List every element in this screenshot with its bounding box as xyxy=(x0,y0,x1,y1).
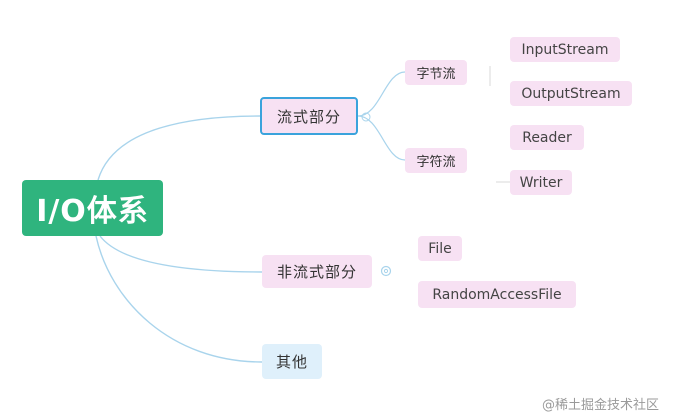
collapse-handle-nonstream xyxy=(380,265,392,277)
leaf-writer-label: Writer xyxy=(519,174,563,191)
leaf-reader-label: Reader xyxy=(522,129,572,146)
byte-stream-node[interactable]: 字节流 xyxy=(405,60,467,85)
branch-nonstream-label: 非流式部分 xyxy=(276,263,357,281)
link-root-other xyxy=(95,235,263,363)
branch-stream-node[interactable]: 流式部分 xyxy=(260,97,358,135)
leaf-randomaccessfile-label: RandomAccessFile xyxy=(432,286,562,303)
branch-stream-label: 流式部分 xyxy=(276,107,341,126)
leaf-inputstream-label: InputStream xyxy=(521,41,609,58)
collapse-handle-stream xyxy=(361,112,371,122)
branch-nonstream-node[interactable]: 非流式部分 xyxy=(262,255,372,288)
byte-stream-label: 字节流 xyxy=(416,67,456,82)
branch-other-node[interactable]: 其他 xyxy=(262,344,322,379)
leaf-inputstream[interactable]: InputStream xyxy=(510,37,620,62)
leaf-writer[interactable]: Writer xyxy=(510,170,572,195)
link-stream-byte xyxy=(357,71,406,117)
char-stream-label: 字符流 xyxy=(416,155,456,170)
leaf-file[interactable]: File xyxy=(418,236,462,261)
watermark: @稀土掘金技术社区 xyxy=(542,398,660,413)
branch-other-label: 其他 xyxy=(275,353,308,371)
root-label: I/O体系 xyxy=(36,194,149,229)
leaf-outputstream-label: OutputStream xyxy=(521,85,621,102)
char-stream-node[interactable]: 字符流 xyxy=(405,148,467,173)
root-node[interactable]: I/O体系 xyxy=(22,180,163,236)
leaf-randomaccessfile[interactable]: RandomAccessFile xyxy=(418,281,576,308)
link-root-stream xyxy=(97,115,261,181)
link-stream-char xyxy=(357,115,406,161)
leaf-outputstream[interactable]: OutputStream xyxy=(510,81,632,106)
leaf-file-label: File xyxy=(428,240,452,257)
leaf-reader[interactable]: Reader xyxy=(510,125,584,150)
link-root-nonstream xyxy=(99,235,263,273)
